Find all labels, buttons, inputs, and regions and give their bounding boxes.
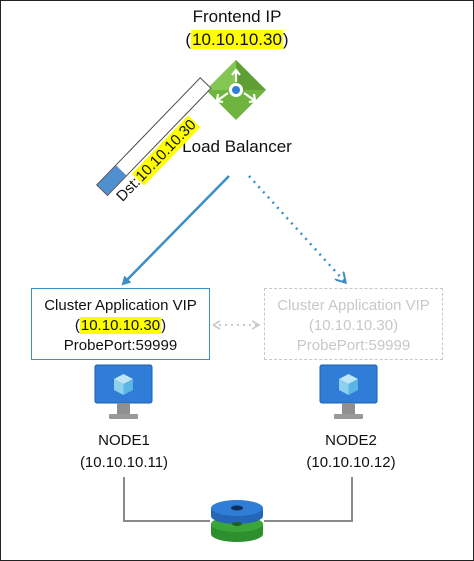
node2-ip: (10.10.10.12) [306, 454, 396, 471]
frontend-ip-title: Frontend IP [192, 7, 282, 26]
vip-active-ip: (10.10.10.30) [74, 317, 167, 334]
node1-storage-link [123, 477, 210, 522]
vip-active-title: Cluster Application VIP [44, 297, 197, 314]
load-balancer-label: Load Balancer [182, 137, 292, 156]
vip-inactive-ip: (10.10.10.30) [308, 317, 399, 334]
node1-ip: (10.10.10.11) [79, 454, 169, 471]
vip-box-active: Cluster Application VIP (10.10.10.30) Pr… [31, 288, 210, 360]
vip-inactive-probe: ProbePort:59999 [296, 337, 411, 354]
standby-traffic-arrow [248, 175, 345, 282]
frontend-ip-address: (10.10.10.30) [185, 30, 289, 49]
active-traffic-arrow [121, 175, 230, 286]
node2-storage-link [264, 477, 353, 522]
node1-name: NODE1 [98, 432, 150, 449]
vip-inactive-title: Cluster Application VIP [277, 297, 430, 314]
frontend-ip-value: 10.10.10.30 [191, 30, 283, 49]
node2-name: NODE2 [325, 432, 377, 449]
vip-active-probe: ProbePort:59999 [63, 337, 178, 354]
vip-box-inactive: Cluster Application VIP (10.10.10.30) Pr… [264, 288, 443, 360]
